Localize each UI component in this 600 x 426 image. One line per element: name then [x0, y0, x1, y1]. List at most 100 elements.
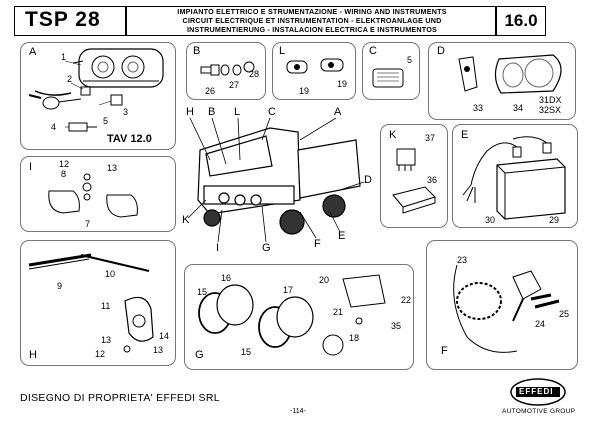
- truck-callout-d: D: [364, 174, 372, 186]
- panel-label: B: [193, 45, 201, 57]
- callout-15a: 15: [197, 287, 208, 297]
- panel-h: H 9 10 11 13 14 13 12: [20, 240, 176, 366]
- panel-label: G: [195, 349, 204, 361]
- callout-2: 2: [67, 74, 73, 84]
- callout-19a: 19: [299, 86, 310, 96]
- panel-label: I: [29, 161, 33, 173]
- callout-21: 21: [333, 307, 344, 317]
- page-code: 16.0: [504, 11, 538, 30]
- page-number: -114-: [290, 408, 306, 415]
- bulbs-drawing: [200, 61, 255, 76]
- brand-logo: EFFEDI: [510, 378, 566, 406]
- callout-23: 23: [457, 255, 468, 265]
- callout-24: 24: [535, 319, 546, 329]
- panel-f: F 23 24 25: [426, 240, 578, 370]
- truck-callout-h: H: [186, 106, 194, 118]
- callout-5: 5: [407, 55, 413, 65]
- panel-g: G 16 15 17 15 20 21 22 35 18: [184, 264, 414, 370]
- panel-c: C 5: [362, 42, 420, 100]
- callout-8: 8: [61, 169, 67, 179]
- callout-16: 16: [221, 273, 232, 283]
- callout-5: 5: [103, 116, 109, 126]
- horns-drawing: [48, 173, 138, 218]
- callout-27: 27: [229, 80, 240, 90]
- callout-30: 30: [485, 215, 496, 225]
- document-code: TSP 28: [25, 8, 101, 31]
- callout-9: 9: [57, 281, 63, 291]
- callout-17: 17: [283, 285, 294, 295]
- panel-label: K: [389, 129, 397, 141]
- callout-13b: 13: [153, 345, 164, 355]
- panel-label: D: [437, 45, 445, 57]
- callout-20: 20: [319, 275, 330, 285]
- ownership-notice: DISEGNO DI PROPRIETA' EFFEDI SRL: [20, 392, 220, 404]
- panel-label: F: [441, 345, 448, 357]
- instrument-cluster-drawing: [28, 48, 164, 132]
- truck-callout-c: C: [268, 106, 276, 118]
- brand-name: EFFEDI: [519, 387, 554, 396]
- callout-34: 34: [513, 103, 524, 113]
- front-lamps-drawing: [198, 274, 386, 356]
- truck-callout-g: G: [262, 242, 271, 254]
- callout-26: 26: [205, 86, 216, 96]
- callout-12: 12: [59, 159, 70, 169]
- table-reference: TAV 12.0: [107, 133, 152, 145]
- brand-subtitle: AUTOMOTIVE GROUP: [502, 408, 576, 415]
- panel-label: H: [29, 349, 37, 361]
- truck-callout-b: B: [208, 106, 216, 118]
- battery-drawing: [462, 136, 566, 220]
- callout-15b: 15: [241, 347, 252, 357]
- description-line-2: CIRCUIT ELECTRIQUE ET INSTRUMENTATION - …: [182, 16, 442, 25]
- plate-light-drawing: [372, 68, 404, 88]
- panel-e: E 30 29: [452, 124, 578, 228]
- relays-drawing: [392, 148, 436, 214]
- wiper-drawing: [28, 253, 154, 353]
- callout-25: 25: [559, 309, 570, 319]
- callout-1: 1: [61, 52, 67, 62]
- panel-i: I 12 8 13 7: [20, 156, 176, 232]
- description-line-1: IMPIANTO ELETTRICO E STRUMENTAZIONE - WI…: [177, 7, 447, 16]
- headlamp-drawing: [458, 54, 562, 94]
- title-description-box: IMPIANTO ELETTRICO E STRUMENTAZIONE - WI…: [126, 6, 496, 36]
- callout-3: 3: [123, 107, 129, 117]
- callout-14: 14: [159, 331, 170, 341]
- callout-12: 12: [95, 349, 106, 359]
- page-code-box: 16.0: [496, 6, 546, 36]
- side-lamps-drawing: [286, 58, 344, 74]
- callout-13: 13: [107, 163, 118, 173]
- panel-k: K 37 36: [380, 124, 448, 228]
- title-code-box: TSP 28: [14, 6, 126, 36]
- truck-callout-e: E: [338, 230, 346, 242]
- callout-35: 35: [391, 321, 402, 331]
- panel-b: B 26 27 28: [186, 42, 266, 100]
- panel-label: C: [369, 45, 377, 57]
- callout-32sx: 32SX: [539, 105, 562, 115]
- truck-callout-l: L: [234, 106, 241, 118]
- callout-13a: 13: [101, 335, 112, 345]
- truck-callout-i: I: [216, 242, 220, 254]
- callout-29: 29: [549, 215, 560, 225]
- truck-callout-a: A: [334, 106, 342, 118]
- callout-31dx: 31DX: [539, 95, 562, 105]
- callout-36: 36: [427, 175, 438, 185]
- callout-37: 37: [425, 133, 436, 143]
- panel-a: A 1 2 3 4 5 TAV 12.0: [20, 42, 176, 150]
- callout-22: 22: [401, 295, 412, 305]
- truck-callout-f: F: [314, 238, 321, 250]
- panel-label: A: [29, 46, 37, 58]
- panel-label: E: [461, 129, 469, 141]
- steering-switch-drawing: [453, 264, 560, 353]
- callout-18: 18: [349, 333, 360, 343]
- callout-28: 28: [249, 69, 260, 79]
- callout-11: 11: [101, 301, 111, 311]
- truck-callout-k: K: [182, 214, 190, 226]
- callout-19b: 19: [337, 79, 348, 89]
- callout-10: 10: [105, 269, 116, 279]
- callout-33: 33: [473, 103, 484, 113]
- panel-d: D 33 34 31DX 32SX: [428, 42, 576, 120]
- description-line-3: INSTRUMENTIERUNG - INSTALACION ELECTRICA…: [186, 25, 438, 34]
- panel-label: L: [279, 45, 286, 57]
- panel-l: L 19 19: [272, 42, 356, 100]
- callout-4: 4: [51, 122, 57, 132]
- callout-7: 7: [85, 219, 91, 229]
